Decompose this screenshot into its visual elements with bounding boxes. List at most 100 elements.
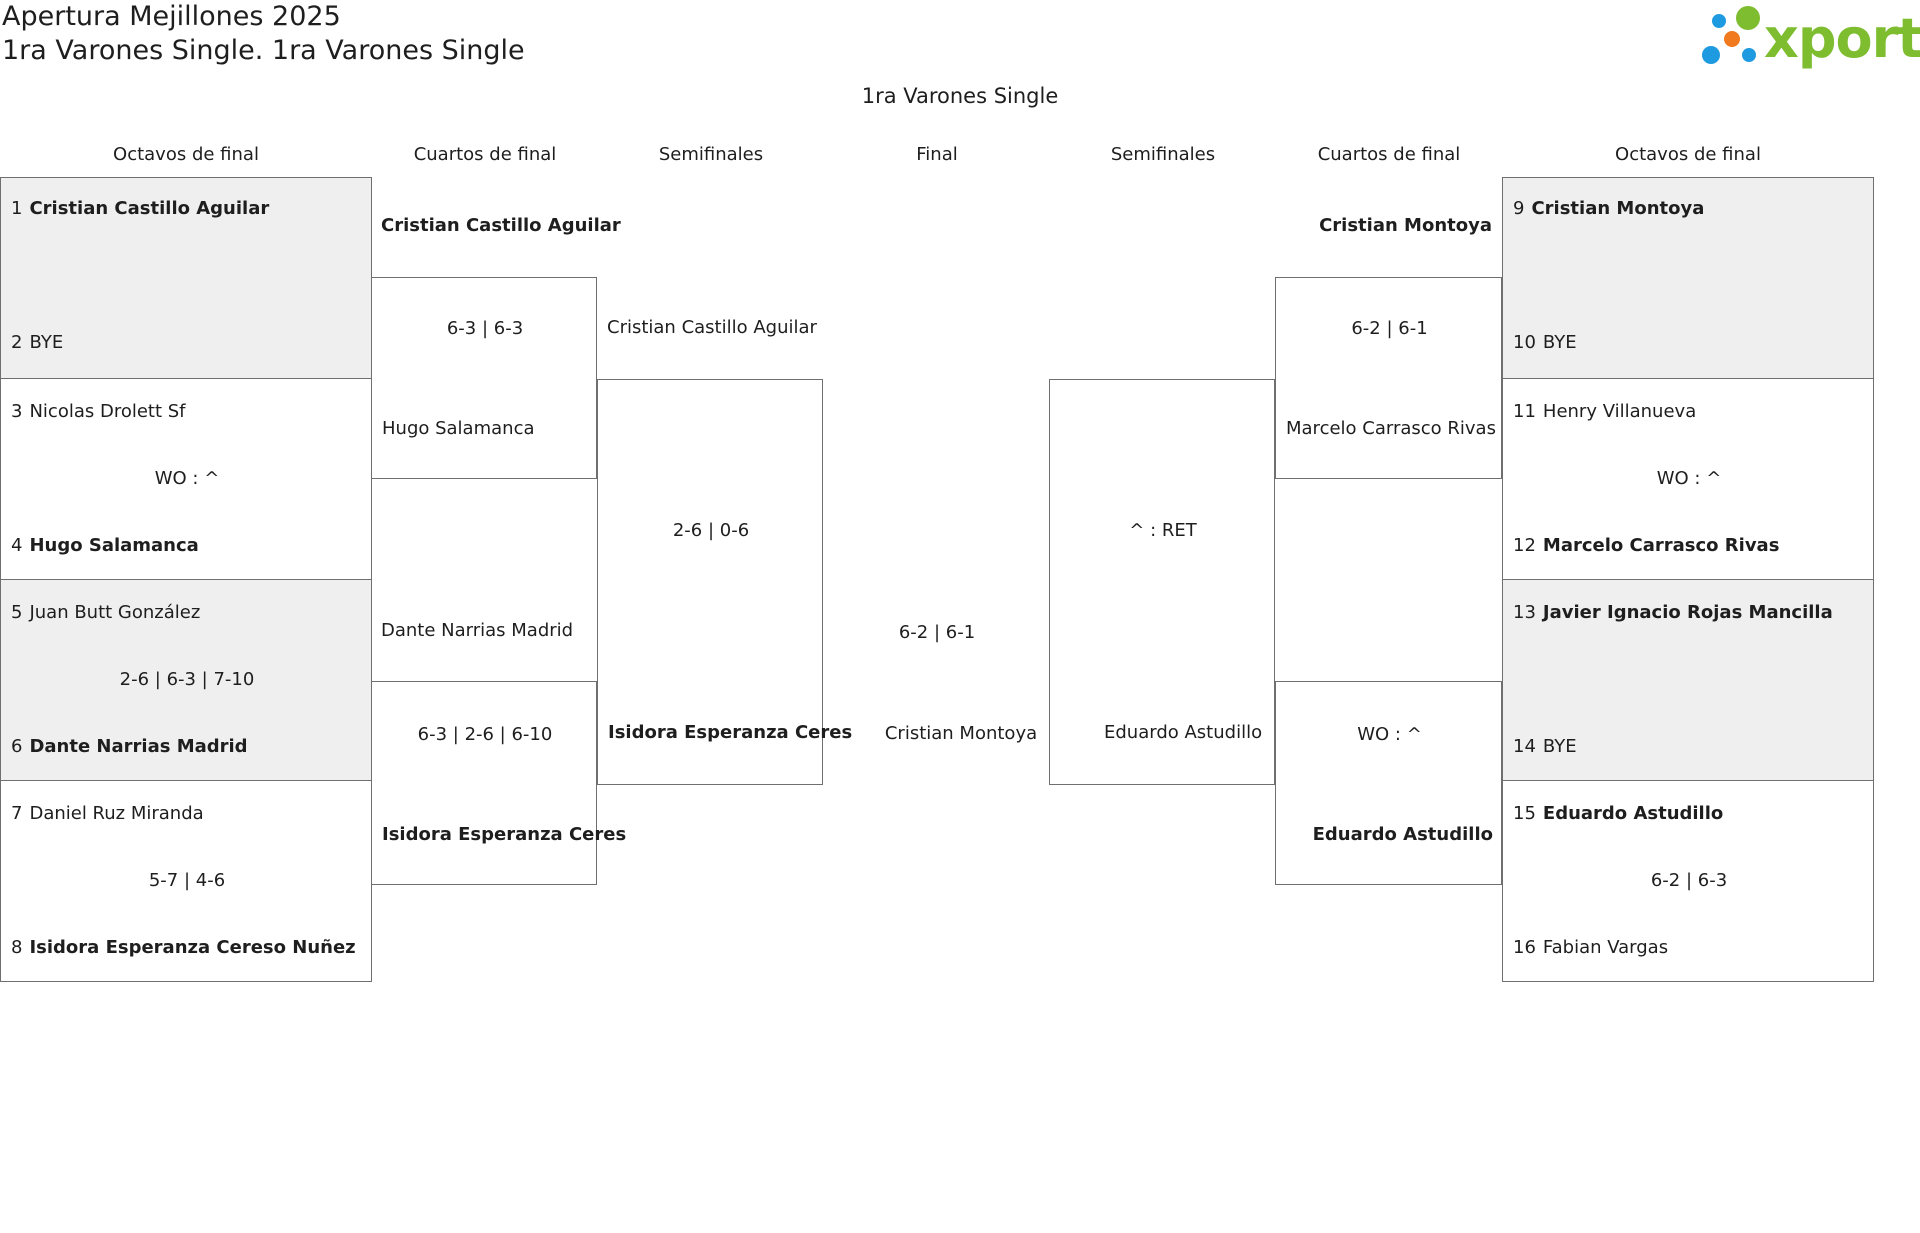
player-line: 2 BYE: [11, 332, 63, 353]
player-name: Henry Villanueva: [1542, 401, 1697, 422]
round-label-left-sf: Semifinales: [658, 144, 764, 165]
match-score: 5-7 | 4-6: [148, 870, 226, 891]
seed-number: 7: [11, 803, 23, 824]
seed-number: 16: [1513, 937, 1536, 958]
match-qf-left-2: 6-3 | 2-6 | 6-10 Isidora Esperanza Ceres: [371, 681, 626, 885]
seed-number: 13: [1513, 602, 1536, 623]
player-line: 12 Marcelo Carrasco Rivas: [1513, 535, 1779, 556]
match-score: WO : ^: [1656, 468, 1722, 489]
match-r16-right-4: 15 Eduardo Astudillo 6-2 | 6-3 16 Fabian V…: [1502, 780, 1874, 982]
tournament-title: Apertura Mejillones 2025: [2, 1, 341, 32]
final-winner: Cristian Montoya: [884, 723, 1038, 744]
logo-dot-orange: [1724, 31, 1740, 47]
seed-number: 11: [1513, 401, 1536, 422]
match-qf-right-2: WO : ^ Eduardo Astudillo: [1275, 681, 1502, 885]
round-label-right-qf: Cuartos de final: [1317, 144, 1461, 165]
match-sf-left: 2-6 | 0-6 Isidora Esperanza Ceres: [597, 379, 852, 785]
logo-dot-green: [1736, 6, 1760, 30]
player-line: 11 Henry Villanueva: [1513, 401, 1696, 422]
match-score: ^ : RET: [1129, 520, 1197, 541]
category-subtitle: 1ra Varones Single. 1ra Varones Single: [2, 35, 525, 66]
seed-number: 2: [11, 332, 23, 353]
player-name: Eduardo Astudillo: [1542, 803, 1724, 824]
player-line: 6 Dante Narrias Madrid: [11, 736, 248, 757]
player-name: Hugo Salamanca: [29, 535, 199, 556]
player-name: Marcelo Carrasco Rivas: [1542, 535, 1780, 556]
match-score: 6-2 | 6-1: [1351, 318, 1428, 339]
qf-left-1-player1: Cristian Castillo Aguilar: [381, 215, 621, 236]
xporty-logo: xporty: [1696, 4, 1920, 70]
match-sf-right: ^ : RET Eduardo Astudillo: [1049, 379, 1275, 785]
match-score: 2-6 | 0-6: [672, 520, 750, 541]
player-line: 7 Daniel Ruz Miranda: [11, 803, 204, 824]
match-score: WO : ^: [1357, 724, 1422, 745]
seed-number: 14: [1513, 736, 1536, 757]
match-score: 6-3 | 2-6 | 6-10: [417, 724, 553, 745]
round-label-right-r16: Octavos de final: [1615, 144, 1761, 165]
seed-number: 6: [11, 736, 23, 757]
round-label-right-sf: Semifinales: [1110, 144, 1216, 165]
player-line: 3 Nicolas Drolett Sf: [11, 401, 186, 422]
match-score: 6-2 | 6-3: [1650, 870, 1728, 891]
player-line: 15 Eduardo Astudillo: [1513, 803, 1723, 824]
seed-number: 15: [1513, 803, 1536, 824]
player-name: Daniel Ruz Miranda: [29, 803, 204, 824]
sf-left-player1: Cristian Castillo Aguilar: [607, 317, 817, 338]
player-name: Cristian Montoya: [1531, 198, 1705, 219]
seed-number: 8: [11, 937, 23, 958]
player-name: Fabian Vargas: [1542, 937, 1669, 958]
player-line: 9 Cristian Montoya: [1513, 198, 1704, 219]
seed-number: 9: [1513, 198, 1525, 219]
round-label-left-qf: Cuartos de final: [413, 144, 557, 165]
match-score: 6-3 | 6-3: [446, 318, 524, 339]
player-line: 16 Fabian Vargas: [1513, 937, 1668, 958]
player-name: Cristian Castillo Aguilar: [29, 198, 270, 219]
category-title: 1ra Varones Single: [861, 84, 1059, 108]
qf-left-2-player1: Dante Narrias Madrid: [381, 620, 574, 641]
player-name: Javier Ignacio Rojas Mancilla: [1542, 602, 1833, 623]
round-label-final: Final: [916, 144, 958, 165]
player-name: Isidora Esperanza Ceres: [382, 824, 627, 845]
seed-number: 4: [11, 535, 23, 556]
player-name: BYE: [1542, 332, 1577, 353]
player-name: Isidora Esperanza Ceres: [608, 722, 853, 743]
logo-dot-blue-right: [1742, 48, 1756, 62]
seed-number: 10: [1513, 332, 1536, 353]
player-line: 8 Isidora Esperanza Cereso Nuñez: [11, 937, 356, 958]
round-label-left-r16: Octavos de final: [113, 144, 259, 165]
seed-number: 1: [11, 198, 23, 219]
player-name: Nicolas Drolett Sf: [29, 401, 186, 422]
logo-dot-blue: [1702, 46, 1720, 64]
qf-right-1-player1: Cristian Montoya: [1319, 215, 1492, 236]
seed-number: 5: [11, 602, 23, 623]
player-line: 14 BYE: [1513, 736, 1577, 757]
match-r16-right-1: 9 Cristian Montoya 10 BYE: [1502, 177, 1874, 379]
match-score: 2-6 | 6-3 | 7-10: [119, 669, 255, 690]
player-name: Marcelo Carrasco Rivas: [1286, 418, 1496, 439]
seed-number: 3: [11, 401, 23, 422]
player-name: Dante Narrias Madrid: [29, 736, 248, 757]
player-name: BYE: [1542, 736, 1577, 757]
match-qf-right-1: 6-2 | 6-1 Marcelo Carrasco Rivas: [1275, 277, 1502, 479]
match-r16-left-1: 1 Cristian Castillo Aguilar 2 BYE: [0, 177, 372, 379]
player-line: 13 Javier Ignacio Rojas Mancilla: [1513, 602, 1833, 623]
logo-dot-blue-small: [1712, 14, 1726, 28]
player-line: 1 Cristian Castillo Aguilar: [11, 198, 269, 219]
player-line: 4 Hugo Salamanca: [11, 535, 199, 556]
player-name: Eduardo Astudillo: [1104, 722, 1263, 743]
logo-wordmark: xporty: [1764, 7, 1920, 70]
match-r16-right-3: 13 Javier Ignacio Rojas Mancilla 14 BYE: [1502, 579, 1874, 781]
player-name: BYE: [29, 332, 64, 353]
match-score: WO : ^: [154, 468, 220, 489]
player-line: 10 BYE: [1513, 332, 1577, 353]
player-name: Eduardo Astudillo: [1312, 824, 1493, 845]
final-score: 6-2 | 6-1: [898, 622, 976, 643]
seed-number: 12: [1513, 535, 1536, 556]
match-qf-left-1: 6-3 | 6-3 Hugo Salamanca: [371, 277, 597, 479]
match-r16-left-2: 3 Nicolas Drolett Sf WO : ^ 4 Hugo Salaman…: [0, 378, 372, 580]
match-r16-right-2: 11 Henry Villanueva WO : ^ 12 Marcelo Carr…: [1502, 378, 1874, 580]
match-r16-left-4: 7 Daniel Ruz Miranda 5-7 | 4-6 8 Isidora E…: [0, 780, 372, 982]
player-name: Hugo Salamanca: [382, 418, 535, 439]
player-name: Isidora Esperanza Cereso Nuñez: [29, 937, 356, 958]
